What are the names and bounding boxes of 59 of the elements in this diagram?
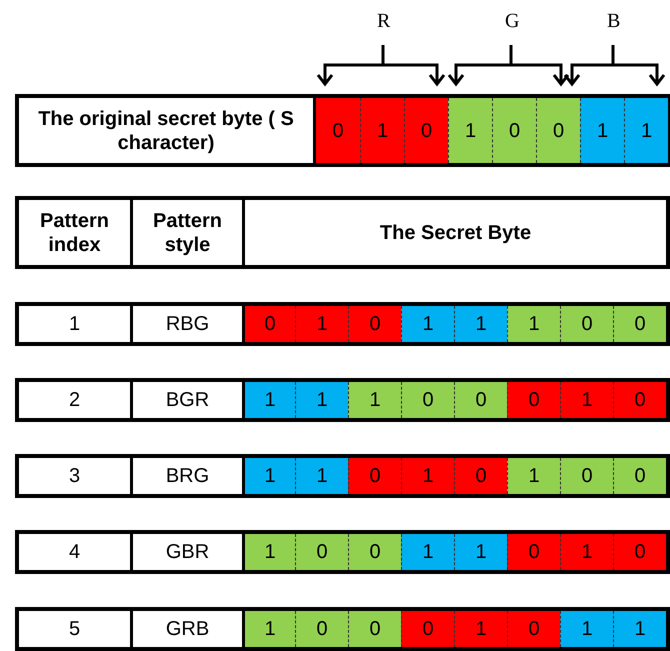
bit-value-cell: 1 (454, 534, 507, 570)
bit-value-cell: 0 (295, 534, 348, 570)
bit-value-cell: 0 (401, 611, 454, 647)
pattern-index-cell-text: 5 (68, 617, 82, 642)
bit-value-cell: 0 (613, 458, 666, 494)
bit-value-cell: 0 (454, 382, 507, 418)
bit-value-cell: 1 (624, 98, 668, 163)
bit-value-cell: 1 (242, 458, 295, 494)
bit-value-cell: 0 (348, 611, 401, 647)
bit-value-cell: 1 (560, 534, 613, 570)
bit-value-cell: 0 (507, 382, 560, 418)
bit-value-cell: 0 (242, 306, 295, 342)
bit-value-cell: 0 (454, 458, 507, 494)
bit-value-cell: 1 (401, 534, 454, 570)
bit-value-cell: 0 (295, 611, 348, 647)
pattern-index-cell-text: 2 (68, 388, 82, 413)
bit-value-cell: 0 (560, 306, 613, 342)
bit-value-cell: 0 (507, 611, 560, 647)
bit-value-cell: 1 (454, 611, 507, 647)
bit-value-cell: 1 (295, 458, 348, 494)
bit-value-cell: 0 (560, 458, 613, 494)
bit-value-cell: 1 (580, 98, 624, 163)
bit-value-cell: 1 (401, 306, 454, 342)
bit-value-cell: 0 (613, 382, 666, 418)
bit-value-cell: 1 (560, 382, 613, 418)
pattern-index-cell-text: 3 (68, 464, 82, 489)
bit-value-cell: 1 (295, 306, 348, 342)
bit-value-cell: 0 (404, 98, 448, 163)
bit-value-cell: 1 (560, 611, 613, 647)
bit-value-cell: 1 (401, 458, 454, 494)
column-header-cell: Pattern style (130, 200, 242, 265)
channel-label: R (377, 10, 390, 33)
bit-value-cell: 0 (401, 382, 454, 418)
bit-value-cell: 0 (348, 534, 401, 570)
bit-value-cell: 1 (242, 382, 295, 418)
bit-value-cell: 1 (613, 611, 666, 647)
column-header-cell-text: Pattern index (39, 208, 110, 258)
bit-value-cell: 0 (613, 306, 666, 342)
bit-value-cell: 1 (242, 534, 295, 570)
channel-label: B (607, 10, 620, 33)
bit-value-cell: 1 (360, 98, 404, 163)
bit-value-cell: 0 (316, 98, 360, 163)
bit-value-cell: 1 (448, 98, 492, 163)
pattern-index-cell-text: 4 (68, 540, 82, 565)
column-header-cell: The Secret Byte (242, 200, 666, 265)
bit-value-cell: 1 (454, 306, 507, 342)
bit-value-cell: 1 (348, 382, 401, 418)
bit-value-cell: 0 (492, 98, 536, 163)
bit-value-cell: 0 (507, 534, 560, 570)
bit-value-cell: 0 (536, 98, 580, 163)
bit-value-cell: 1 (507, 458, 560, 494)
bit-value-cell: 0 (613, 534, 666, 570)
bit-value-cell: 1 (507, 306, 560, 342)
bit-value-cell: 1 (242, 611, 295, 647)
channel-label: G (505, 10, 520, 33)
bit-value-cell: 0 (348, 306, 401, 342)
pattern-index-cell-text: 1 (68, 312, 82, 337)
bit-value-cell: 0 (348, 458, 401, 494)
bit-value-cell: 1 (295, 382, 348, 418)
